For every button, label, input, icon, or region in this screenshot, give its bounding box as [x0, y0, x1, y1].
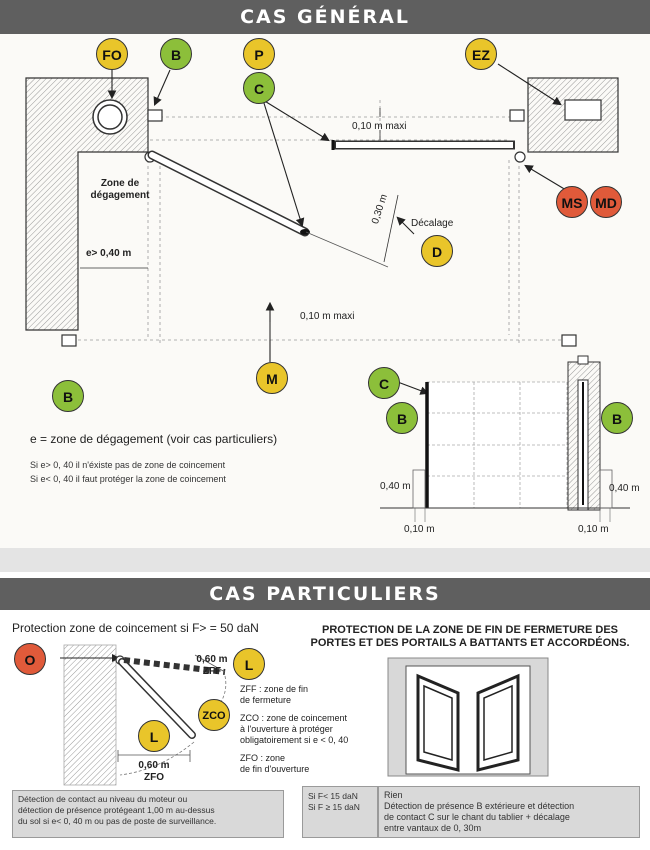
- legend-zco-1: ZCO : zone de coincement: [240, 713, 348, 723]
- legend-zff: ZFF : zone de fin de fermeture: [240, 684, 308, 706]
- marker-c-front: C: [368, 367, 400, 399]
- marker-b-bottom: B: [52, 380, 84, 412]
- note-main: e = zone de dégagement (voir cas particu…: [30, 432, 278, 446]
- legend-zco-2: à l'ouverture à protéger: [240, 724, 333, 734]
- marker-m: M: [256, 362, 288, 394]
- marker-ez: EZ: [465, 38, 497, 70]
- label-zone-line2: dégagement: [90, 190, 150, 201]
- front-view: [380, 355, 630, 522]
- title-band-particuliers: [0, 578, 650, 610]
- protection-text: Protection zone de coincement si F> = 50…: [12, 621, 259, 635]
- zff-label: ZFF: [202, 666, 222, 677]
- title-general: CAS GÉNÉRAL: [240, 6, 410, 28]
- ez-box: [564, 99, 602, 121]
- label-maxi-bottom: 0,10 m maxi: [300, 311, 355, 322]
- box-left-line1: Détection de contact au niveau du moteur…: [18, 794, 188, 804]
- box-left-line2: détection de présence protégeant 1,00 m …: [18, 805, 215, 815]
- note-line-1: Si e> 0, 40 il n'éxiste pas de zone de c…: [30, 460, 226, 470]
- accordion-gate-illustration: [387, 657, 549, 777]
- protection-heading: PROTECTION DE LA ZONE DE FIN DE FERMETUR…: [300, 624, 640, 650]
- protection-heading-line1: PROTECTION DE LA ZONE DE FIN DE FERMETUR…: [322, 624, 618, 636]
- photocell-top-right: [509, 109, 525, 122]
- box-right-conditions: Si F< 15 daN Si F ≥ 15 daN: [302, 786, 378, 838]
- legend-zfo-1: ZFO : zone: [240, 753, 286, 763]
- marker-ms: MS: [556, 186, 588, 218]
- marker-b-front-left: B: [386, 402, 418, 434]
- left-wall: [25, 77, 149, 331]
- box-right-cond-1: Si F< 15 daN: [308, 791, 358, 801]
- marker-b-top: B: [160, 38, 192, 70]
- label-010-left: 0,10 m: [404, 524, 435, 535]
- box-left: Détection de contact au niveau du moteur…: [12, 790, 284, 838]
- zff-value: 0,60 m: [196, 654, 228, 665]
- photocell-bottom-left: [61, 334, 77, 347]
- box-left-line3: du sol si e< 0, 40 m ou pas de poste de …: [18, 816, 217, 826]
- note-line-2: Si e< 0, 40 il faut protéger la zone de …: [30, 474, 226, 484]
- box-right-action-4: entre vantaux de 0, 30m: [384, 823, 482, 833]
- photocell-bottom-right: [561, 334, 577, 347]
- marker-o: O: [14, 643, 46, 675]
- label-e-dimension: e> 0,40 m: [86, 248, 132, 259]
- marker-d: D: [421, 235, 453, 267]
- marker-l-top: L: [233, 648, 265, 680]
- legend-zfo: ZFO : zone de fin d'ouverture: [240, 753, 309, 775]
- box-right-action-3: de contact C sur le chant du tablier + d…: [384, 812, 570, 822]
- special-case-plan: [60, 644, 227, 786]
- marker-zco: ZCO: [198, 699, 230, 731]
- title-particuliers: CAS PARTICULIERS: [209, 583, 441, 605]
- protection-heading-line2: PORTES ET DES PORTAILS A BATTANTS ET ACC…: [310, 637, 630, 649]
- legend-zco: ZCO : zone de coincement à l'ouverture à…: [240, 713, 348, 746]
- zff-dimension: 0,60 m ZFF: [196, 654, 228, 678]
- label-maxi-top: 0,10 m maxi: [352, 121, 407, 132]
- section-divider: [0, 548, 650, 572]
- box-right-action-1: Rien: [384, 790, 403, 800]
- title-band-general: [0, 0, 650, 34]
- zfo-value: 0,60 m: [138, 760, 170, 771]
- box-right-action-2: Détection de présence B extérieure et dé…: [384, 801, 575, 811]
- marker-b-front-right: B: [601, 402, 633, 434]
- legend-zff-2: de fermeture: [240, 695, 292, 705]
- label-040-right: 0,40 m: [609, 483, 640, 494]
- marker-fo: FO: [96, 38, 128, 70]
- marker-md: MD: [590, 186, 622, 218]
- legend-zco-3: obligatoirement si e < 0, 40: [240, 735, 349, 745]
- zfo-dimension: 0,60 m ZFO: [134, 760, 174, 784]
- label-040-left: 0,40 m: [380, 481, 411, 492]
- photocell-top-left: [147, 109, 163, 122]
- label-decalage: Décalage: [411, 218, 454, 229]
- label-010-right: 0,10 m: [578, 524, 609, 535]
- legend-zff-1: ZFF : zone de fin: [240, 684, 309, 694]
- marker-c: C: [243, 72, 275, 104]
- marker-l-bottom: L: [138, 720, 170, 752]
- marker-p: P: [243, 38, 275, 70]
- legend-zfo-2: de fin d'ouverture: [240, 764, 310, 774]
- box-right-actions: Rien Détection de présence B extérieure …: [378, 786, 640, 838]
- label-zone-line1: Zone de: [100, 178, 140, 189]
- zfo-label: ZFO: [144, 772, 164, 783]
- box-right-cond-2: Si F ≥ 15 daN: [308, 802, 360, 812]
- label-zone-degagement: Zone de dégagement: [82, 178, 158, 202]
